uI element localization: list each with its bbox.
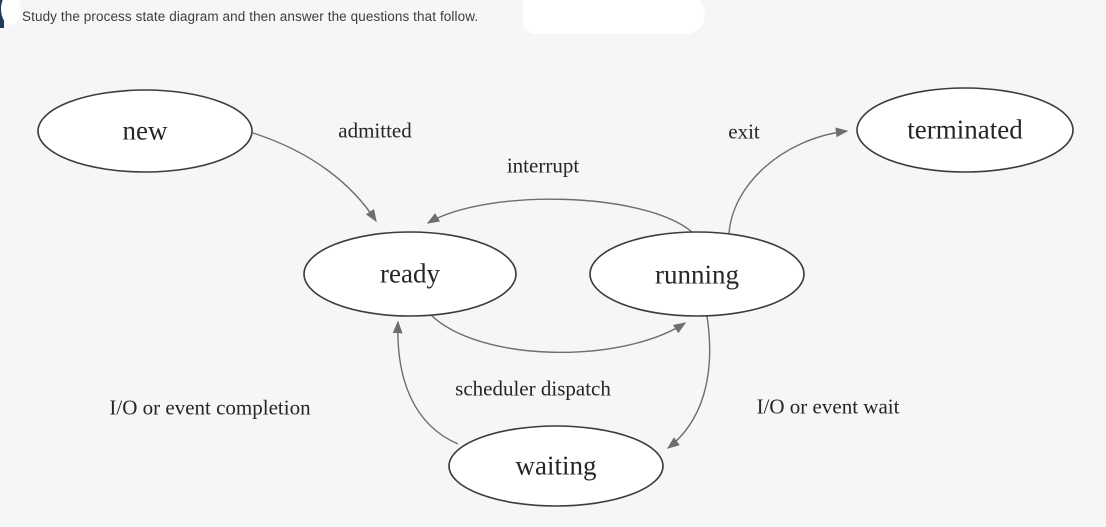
transition-arrow-interrupt: [426, 198, 693, 233]
transition-label-io-event-completion: I/O or event completion: [109, 395, 311, 420]
state-ellipse-ready: [303, 231, 517, 317]
state-ellipse-running: [589, 231, 805, 317]
state-label-running: running: [655, 259, 739, 290]
transition-label-admitted: admitted: [338, 118, 412, 143]
state-label-terminated: terminated: [907, 114, 1023, 145]
transition-arrow-exit: [728, 127, 849, 235]
state-label-ready: ready: [380, 258, 440, 289]
transition-label-io-event-wait: I/O or event wait: [756, 394, 900, 419]
transition-arrow-io-event-completion: [392, 320, 459, 445]
instruction-text: Study the process state diagram and then…: [22, 9, 479, 24]
transition-arrow-scheduler-dispatch: [429, 313, 687, 354]
whiteout-mark-left: [1, 0, 21, 25]
state-ellipse-new: [37, 89, 253, 173]
transition-label-interrupt: interrupt: [506, 153, 580, 178]
state-ellipse-waiting: [448, 425, 664, 507]
transition-label-exit: exit: [728, 119, 760, 144]
transition-label-scheduler-dispatch: scheduler dispatch: [455, 376, 611, 401]
transition-arrow-io-event-wait: [666, 315, 711, 449]
whiteout-mark-right: [523, 0, 705, 34]
state-label-waiting: waiting: [515, 450, 597, 481]
state-ellipse-terminated: [856, 87, 1074, 173]
transition-arrow-admitted: [252, 132, 377, 223]
state-label-new: new: [122, 115, 168, 146]
